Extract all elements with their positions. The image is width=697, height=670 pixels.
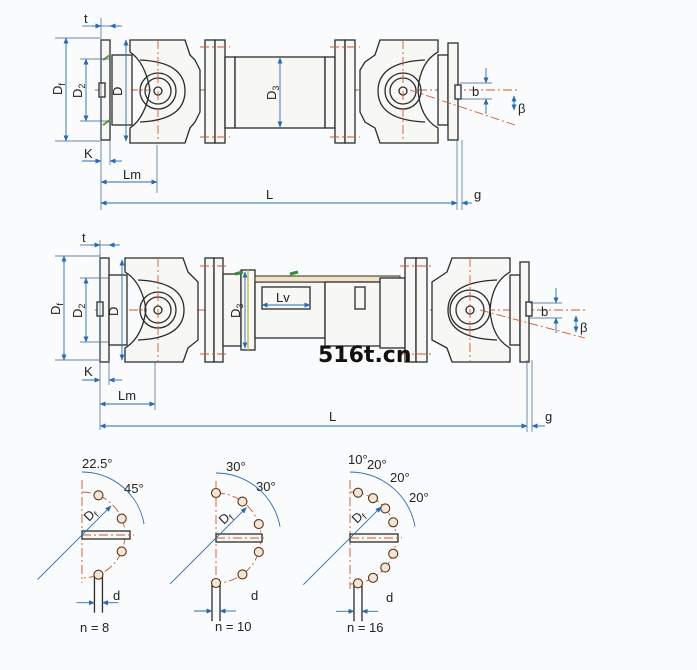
label-g: g: [474, 187, 481, 202]
left-shaft-flange: [200, 257, 228, 363]
bolt-hole: [367, 493, 379, 504]
label-beta: β: [518, 101, 525, 116]
label-b: b: [472, 84, 479, 99]
angle-label: 20°: [409, 490, 429, 505]
label-D1: Df: [216, 508, 237, 529]
angle-label: 30°: [256, 479, 276, 494]
pattern-n16: 10° 20° 20° 20° Df d n = 16: [347, 452, 429, 635]
angle-label: 20°: [390, 470, 410, 485]
bolt-hole: [237, 496, 248, 507]
label-d: d: [113, 588, 120, 603]
dimensions-top: [55, 18, 517, 210]
angle-label: 30°: [226, 459, 246, 474]
label-d: d: [386, 590, 393, 605]
label-K: K: [84, 364, 93, 379]
bolt-hole: [380, 503, 391, 514]
spline-shaft: [222, 269, 406, 351]
left-yoke: [111, 39, 201, 144]
label-L: L: [329, 409, 336, 424]
right-shaft-flange: [400, 257, 432, 363]
bolt-hole: [253, 519, 264, 530]
right-yoke: [359, 39, 516, 144]
angle-label: 22.5°: [82, 456, 113, 471]
bolt-hole: [210, 577, 222, 589]
label-n: n = 10: [215, 619, 252, 634]
label-D: D: [106, 307, 121, 316]
angle-arc: [81, 471, 145, 525]
right-shaft-flange: [330, 39, 360, 144]
angle-arc: [215, 472, 281, 527]
label-D: D: [110, 87, 125, 96]
bolt-hole: [93, 569, 104, 580]
bolt-hole: [367, 572, 379, 583]
label-d: d: [251, 588, 258, 603]
angle-label: 10°: [348, 452, 368, 467]
dimensions-middle: [55, 240, 579, 432]
bolt-hole: [253, 546, 264, 557]
label-beta: β: [580, 320, 587, 335]
label-D2: D2: [70, 304, 87, 318]
bolt-hole: [352, 487, 364, 498]
bolt-hole: [352, 578, 364, 589]
angle-arc: [349, 471, 416, 527]
label-n: n = 16: [347, 620, 384, 635]
label-D3: D3: [228, 304, 245, 318]
diameter-dimension: [303, 506, 382, 585]
label-b: b: [541, 304, 548, 319]
label-D2: D2: [70, 84, 87, 98]
label-n: n = 8: [80, 620, 109, 635]
bolt-hole: [116, 546, 127, 557]
bolt-hole: [380, 562, 391, 573]
label-D3: D3: [264, 86, 281, 100]
bolt-hole: [93, 490, 104, 501]
label-L: L: [266, 187, 273, 202]
right-yoke: [431, 257, 586, 363]
label-Df: Df: [50, 83, 67, 95]
diameter-dimension: [37, 505, 112, 580]
label-t: t: [82, 230, 86, 245]
cardan-shaft-telescopic: t Df D2 D D3 Lv K Lm L g b β: [48, 230, 587, 432]
bolt-hole: [388, 517, 399, 528]
label-D1: Df: [81, 505, 102, 526]
label-Lm: Lm: [118, 388, 136, 403]
label-Df: Df: [48, 303, 65, 315]
angle-label: 20°: [367, 457, 387, 472]
pattern-n10: 30° 30° Df d n = 10: [215, 459, 276, 634]
bolt-hole: [388, 548, 399, 559]
bolt-hole: [116, 513, 127, 524]
flange-bolt-patterns: 22.5° 45° Df d n = 8 30° 30° Df d n = 10…: [37, 452, 429, 635]
label-Lm: Lm: [123, 167, 141, 182]
angle-label: 45°: [124, 481, 144, 496]
pattern-n8: 22.5° 45° Df d n = 8: [80, 456, 144, 635]
label-g: g: [545, 409, 552, 424]
label-Lv: Lv: [276, 290, 290, 305]
cardan-shaft-fixed-length: t Df D2 D D3 K Lm L g b β: [50, 11, 525, 210]
bolt-hole: [210, 487, 222, 499]
label-t: t: [84, 11, 88, 26]
watermark: 516t.cn: [318, 343, 412, 368]
label-D1: Df: [349, 507, 370, 528]
diameter-dimension: [169, 507, 247, 585]
label-K: K: [84, 146, 93, 161]
bolt-hole: [237, 569, 248, 580]
